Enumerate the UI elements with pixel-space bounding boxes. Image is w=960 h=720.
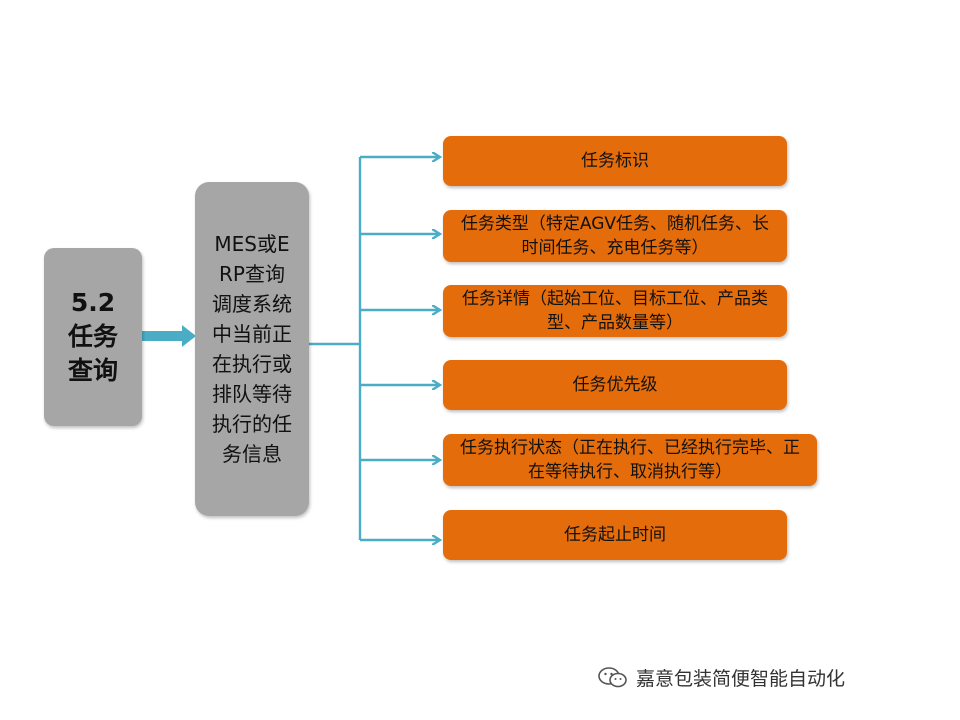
task-detail-node: 任务详情（起始工位、目标工位、产品类型、产品数量等）	[443, 285, 787, 337]
root-node-label: 5.2 任务 查询	[67, 288, 118, 385]
task-status-label: 任务执行状态（正在执行、已经执行完毕、正在等待执行、取消执行等）	[460, 438, 800, 482]
root-node: 5.2 任务 查询	[44, 248, 142, 426]
task-status-node: 任务执行状态（正在执行、已经执行完毕、正在等待执行、取消执行等）	[443, 434, 817, 486]
watermark-text: 嘉意包装简便智能自动化	[636, 668, 846, 690]
task-priority-label: 任务优先级	[572, 375, 658, 395]
task-detail-label: 任务详情（起始工位、目标工位、产品类型、产品数量等）	[462, 289, 768, 333]
watermark: 嘉意包装简便智能自动化	[598, 664, 845, 691]
task-priority-node: 任务优先级	[443, 360, 787, 410]
task-id-node: 任务标识	[443, 136, 787, 186]
description-node-label: MES或ERP查询调度系统中当前正在执行或排队等待执行的任务信息	[212, 232, 292, 466]
task-time-node: 任务起止时间	[443, 510, 787, 560]
task-time-label: 任务起止时间	[564, 525, 666, 545]
task-type-label: 任务类型（特定AGV任务、随机任务、长时间任务、充电任务等）	[460, 214, 770, 258]
connector-lines	[142, 157, 439, 540]
task-id-label: 任务标识	[581, 151, 649, 171]
task-type-node: 任务类型（特定AGV任务、随机任务、长时间任务、充电任务等）	[443, 210, 787, 262]
root-to-description-arrow	[142, 325, 196, 347]
wechat-icon	[598, 666, 627, 687]
description-node: MES或ERP查询调度系统中当前正在执行或排队等待执行的任务信息	[195, 182, 309, 516]
